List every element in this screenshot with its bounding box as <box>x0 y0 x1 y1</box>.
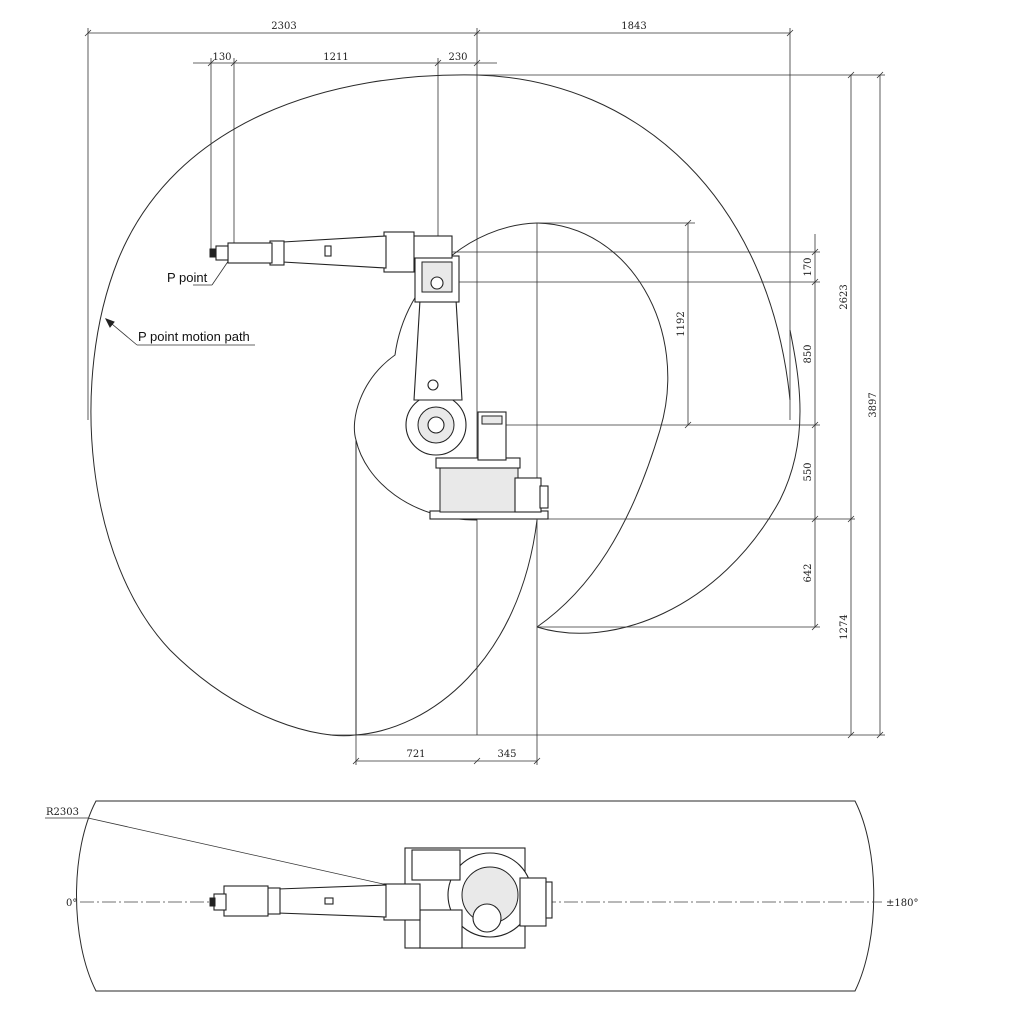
dim-1274: 1274 <box>839 614 850 639</box>
leader-labels: P point P point motion path <box>104 259 255 346</box>
dim-345: 345 <box>497 749 516 760</box>
inner-right-envelope-arc <box>536 222 669 628</box>
dim-130: 130 <box>212 52 231 63</box>
rotation-envelope <box>76 800 875 992</box>
dim-1211: 1211 <box>323 52 348 63</box>
dim-642: 642 <box>803 563 814 582</box>
dim-2623: 2623 <box>839 284 850 309</box>
dim-3897: 3897 <box>868 392 879 417</box>
dim-1843: 1843 <box>621 21 646 32</box>
angle-0-label: 0° <box>66 898 77 909</box>
dim-1192: 1192 <box>676 311 687 336</box>
dimension-lines <box>84 29 884 765</box>
dim-550: 550 <box>803 462 814 481</box>
extension-lines <box>87 28 885 765</box>
robot-side-silhouette <box>209 231 549 520</box>
outer-envelope-arc <box>90 74 538 737</box>
dim-170: 170 <box>803 257 814 276</box>
motion-path-label: P point motion path <box>138 329 250 344</box>
p-point-label: P point <box>167 270 208 285</box>
inner-swing-arc <box>536 329 801 634</box>
top-view: R2303 0° ±180° <box>45 800 918 992</box>
dimension-labels: 2303 1843 130 1211 230 170 850 550 642 1… <box>212 21 879 760</box>
radius-label: R2303 <box>46 807 79 818</box>
dim-2303: 2303 <box>271 21 296 32</box>
robot-top-silhouette <box>209 847 553 949</box>
motion-envelope <box>90 74 801 737</box>
side-view: 2303 1843 130 1211 230 170 850 550 642 1… <box>84 21 885 765</box>
dim-721: 721 <box>406 749 425 760</box>
inner-left-envelope-arc <box>353 222 538 521</box>
dim-850: 850 <box>803 344 814 363</box>
angle-180-label: ±180° <box>886 898 918 909</box>
dim-230: 230 <box>448 52 467 63</box>
upper-right-envelope-arc <box>476 74 791 401</box>
